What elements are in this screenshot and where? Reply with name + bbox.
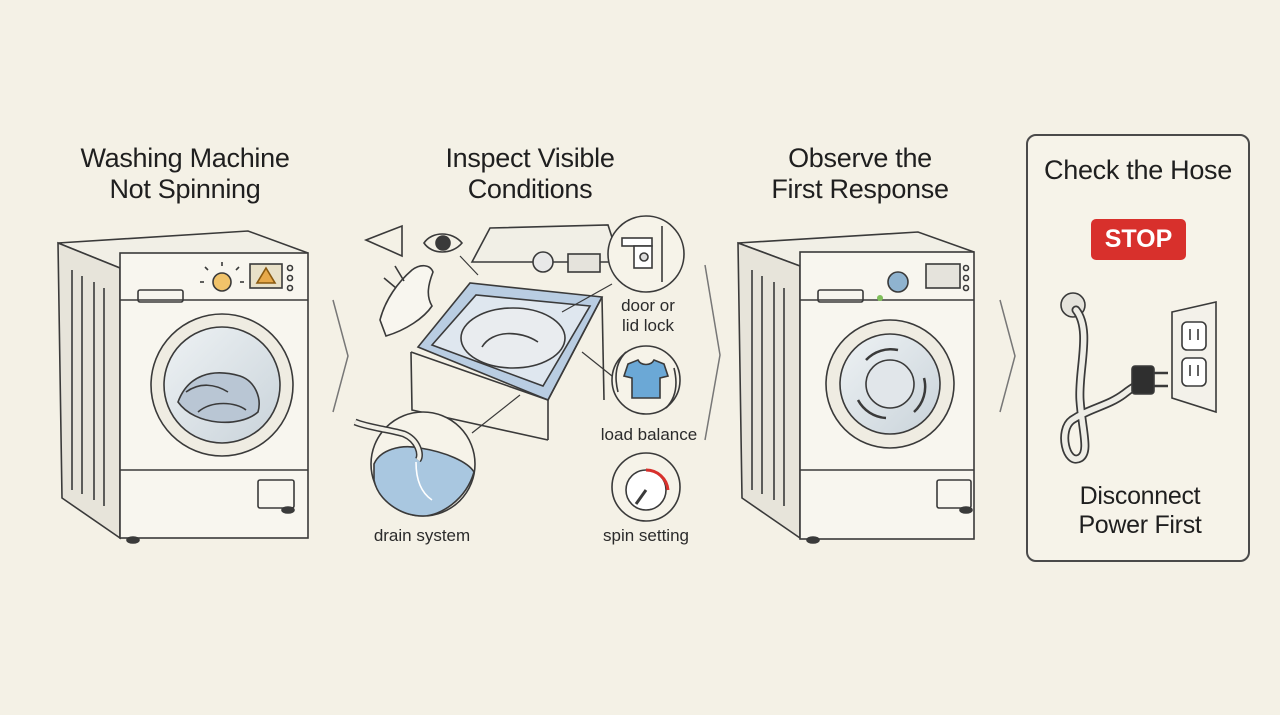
door-lock-caption: door or lid lock <box>598 296 698 336</box>
disconnect-power-line2: Power First <box>1078 511 1202 539</box>
step3-title: Observe the First Response <box>710 143 1010 205</box>
step3-title-line2: First Response <box>771 174 949 204</box>
warning-light-icon <box>200 262 244 283</box>
step3-title-line1: Observe the <box>788 143 932 173</box>
load-balance-caption: load balance <box>600 425 698 444</box>
spin-setting-caption: spin setting <box>603 526 689 545</box>
drain-system-caption: drain system <box>373 526 471 545</box>
stop-badge: STOP <box>1091 219 1186 260</box>
step1-title-line2: Not Spinning <box>109 174 261 204</box>
step4-title: Check the Hose <box>1044 155 1232 185</box>
top-loader-washer-icon <box>410 224 622 441</box>
front-loader-washer-icon <box>57 230 309 544</box>
hand-icon <box>379 264 434 337</box>
door-lock-icon <box>607 215 685 293</box>
rotation-arrows-icon <box>856 348 927 420</box>
wall-outlet-icon <box>1171 300 1217 414</box>
spin-dial-icon <box>611 452 681 522</box>
step1-title: Washing Machine Not Spinning <box>40 143 330 205</box>
hose-and-plug-icon <box>1060 292 1168 464</box>
step1-title-line1: Washing Machine <box>80 143 290 173</box>
drain-hose-icon <box>353 411 476 517</box>
arrow-icon <box>999 299 1016 413</box>
step2-title-line2: Conditions <box>467 174 593 204</box>
door-lock-caption-line1: door or <box>621 296 675 315</box>
disconnect-power-note: Disconnect Power First <box>1040 482 1240 540</box>
arrow-icon <box>332 299 349 413</box>
warning-triangle-icon <box>255 266 277 284</box>
disconnect-power-line1: Disconnect <box>1079 482 1201 510</box>
shirt-icon <box>611 345 681 415</box>
step2-title: Inspect Visible Conditions <box>380 143 680 205</box>
door-lock-caption-line2: lid lock <box>622 316 674 335</box>
observe-washer-icon <box>737 231 975 544</box>
step2-title-line1: Inspect Visible <box>445 143 615 173</box>
eye-icon <box>363 224 464 258</box>
arrow-icon <box>704 264 721 441</box>
